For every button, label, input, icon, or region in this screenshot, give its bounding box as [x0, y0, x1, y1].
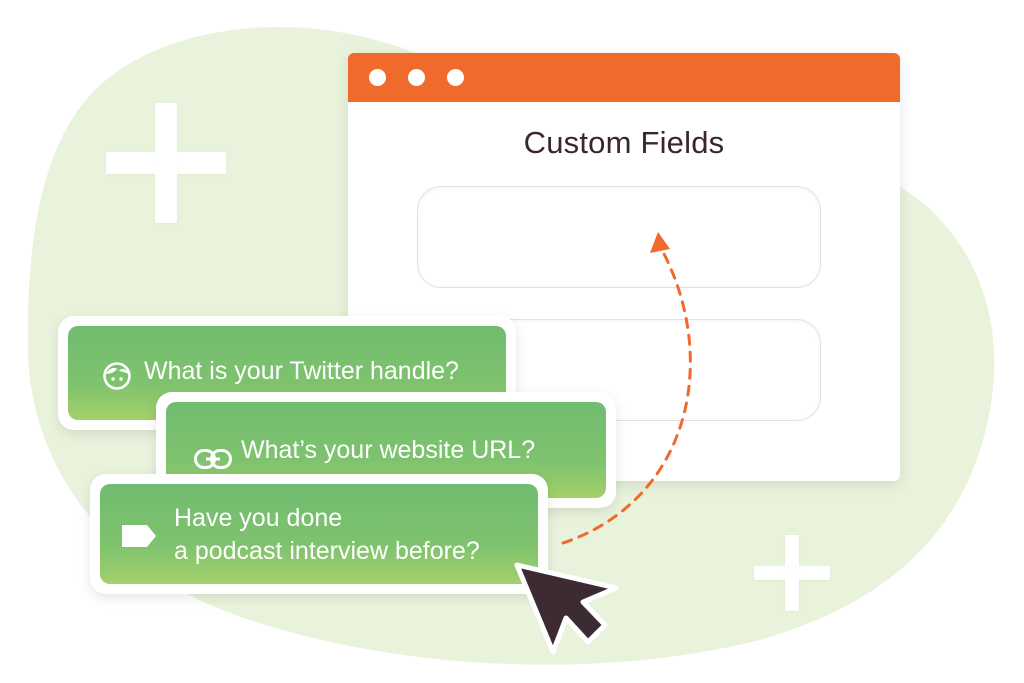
field-card-podcast-frame: Have you done a podcast interview before…	[90, 474, 548, 594]
face-icon	[103, 362, 131, 390]
plus-icon-large	[106, 103, 226, 223]
dashed-arrow	[561, 248, 692, 545]
field-card-label-line-2: a podcast interview before?	[174, 537, 480, 565]
field-card-label: Have you done a podcast interview before…	[174, 502, 544, 568]
window-maximize-dot[interactable]	[447, 69, 464, 86]
link-icon	[194, 449, 232, 469]
window-title: Custom Fields	[523, 125, 725, 160]
window-titlebar	[348, 53, 900, 102]
field-card-label: What’s your website URL?	[241, 436, 536, 464]
field-card-podcast[interactable]: Have you done a podcast interview before…	[100, 484, 538, 584]
custom-field-slot-1[interactable]	[417, 186, 821, 288]
plus-icon-small	[754, 535, 830, 611]
dashed-arrow-head	[650, 232, 670, 253]
tag-icon	[122, 525, 156, 547]
cursor-arrow-icon	[514, 562, 619, 655]
field-card-label-line-1: Have you done	[174, 504, 343, 532]
window-close-dot[interactable]	[369, 69, 386, 86]
window-minimize-dot[interactable]	[408, 69, 425, 86]
field-card-label: What is your Twitter handle?	[144, 357, 459, 385]
